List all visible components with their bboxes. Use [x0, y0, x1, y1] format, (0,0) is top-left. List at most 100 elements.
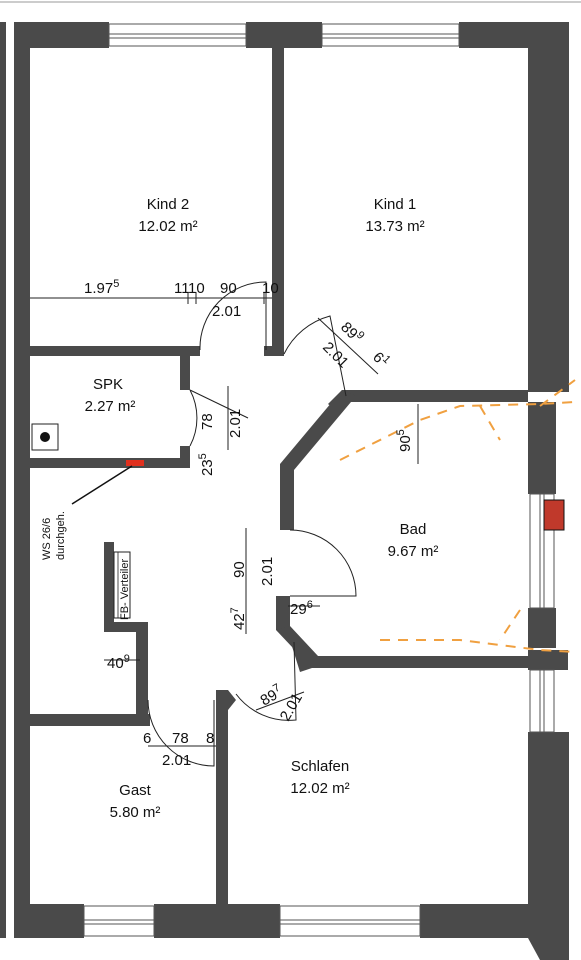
wall-spk-bottom [30, 458, 190, 468]
dim-899a: 899 [337, 317, 367, 347]
notes: WS 26/6 durchgeh. FB- Verteiler [41, 511, 131, 620]
door-kind2 [199, 281, 267, 351]
note-fb-verteiler: FB- Verteiler [119, 559, 131, 620]
note-ws-line1: WS 26/6 [41, 518, 53, 560]
right-wall-bad-a [528, 402, 556, 494]
note-ws-line2: durchgeh. [55, 511, 67, 560]
room-bad-name: Bad [400, 521, 427, 538]
wall-bad-bottom [310, 656, 528, 668]
red-marker-icon [126, 460, 144, 466]
dim-201e: 2.01 [277, 690, 306, 724]
wall-bad-left-lower [276, 596, 290, 630]
wall-kind2-bottom [30, 346, 200, 356]
wall-kind1-corner [328, 390, 356, 412]
bottom-wall-c [420, 904, 569, 938]
wall-spk-right-top [180, 346, 190, 390]
dim-11: 11 [174, 280, 190, 297]
room-kind1-name: Kind 1 [374, 196, 417, 213]
wall-spk-right-bottom [180, 446, 190, 468]
washing-machine-icon [31, 423, 59, 451]
wall-kind2-kind1 [272, 48, 284, 354]
wall-fb-c [136, 622, 148, 716]
door-kind1 [283, 315, 347, 397]
dim-905: 905 [395, 429, 414, 452]
bottom-wall-a [14, 904, 84, 938]
dim-10b: 10 [262, 280, 279, 297]
door-schlafen [235, 641, 297, 721]
dash-diag-a [479, 405, 501, 441]
slope-lines [339, 379, 576, 653]
dash-diag-c [539, 379, 576, 407]
window-gast [83, 905, 155, 937]
dim-8: 8 [206, 730, 214, 747]
corner-bottom-right [528, 938, 569, 960]
dim-296: 296 [290, 599, 313, 618]
door-gast [147, 699, 215, 767]
bottom-wall-b [154, 904, 280, 938]
dim-201c: 2.01 [227, 409, 244, 438]
room-spk-name: SPK [93, 376, 123, 393]
wall-kind1-nub [264, 346, 284, 356]
right-wall-bottom [528, 732, 569, 938]
chimney-icon [543, 499, 565, 531]
window-schlafen [279, 905, 421, 937]
top-wall-b [246, 22, 322, 48]
dash-top [339, 401, 576, 461]
right-wall-bad-b [528, 608, 556, 648]
fb-verteiler-box [113, 551, 131, 619]
left-wall [14, 22, 30, 938]
dimension-lines [30, 292, 419, 747]
dash-bottom [380, 639, 576, 653]
left-outer-strip [0, 22, 6, 938]
dim-427: 427 [229, 607, 248, 630]
wall-fb-a [104, 542, 114, 624]
window-kind1 [321, 23, 460, 47]
room-spk-area: 2.27 m² [85, 398, 136, 415]
dim-897: 897 [257, 682, 286, 710]
door-bad [289, 529, 357, 597]
dim-201b: 2.01 [319, 339, 352, 372]
dim-409: 409 [107, 653, 130, 672]
door-spk [189, 389, 198, 447]
room-gast-area: 5.80 m² [110, 804, 161, 821]
dim-90b: 90 [231, 561, 248, 578]
room-kind2-area: 12.02 m² [138, 218, 197, 235]
room-kind1-area: 13.73 m² [365, 218, 424, 235]
room-gast-name: Gast [119, 782, 152, 799]
right-wall-step [528, 650, 568, 670]
wall-gast-top [30, 714, 150, 726]
room-schlafen-area: 12.02 m² [290, 780, 349, 797]
room-bad-area: 9.67 m² [388, 543, 439, 560]
wall-schlafen-corner [290, 640, 312, 672]
dim-90a: 90 [220, 280, 237, 297]
room-labels: Kind 2 12.02 m² Kind 1 13.73 m² SPK 2.27… [85, 196, 439, 821]
dim-201f: 2.01 [162, 752, 191, 769]
interior-walls [30, 48, 528, 904]
dim-6: 6 [143, 730, 151, 747]
window-schlafen-side [529, 669, 555, 733]
room-schlafen-name: Schlafen [291, 758, 349, 775]
exterior-walls [0, 22, 569, 960]
windows [83, 23, 555, 937]
dim-61: 61 [369, 347, 393, 371]
right-wall-top [528, 22, 569, 392]
wall-gast-right [216, 690, 228, 904]
dim-197: 1.975 [84, 278, 119, 297]
wall-fb-b [104, 622, 140, 632]
dim-78a: 78 [199, 413, 216, 430]
dash-diag-b [499, 609, 521, 641]
dim-201a: 2.01 [212, 303, 241, 320]
doors [147, 281, 357, 767]
dim-10a: 10 [188, 280, 205, 297]
ws-leader-line [71, 465, 133, 505]
wall-bad-left-angle [280, 390, 356, 530]
window-kind2 [108, 23, 247, 47]
wall-kind1-bottom [342, 390, 528, 402]
top-wall-a [14, 22, 109, 48]
wall-gast-corner [216, 690, 236, 710]
dim-201d: 2.01 [259, 557, 276, 586]
dim-235: 235 [197, 453, 216, 476]
dim-78b: 78 [172, 730, 189, 747]
room-kind2-name: Kind 2 [147, 196, 190, 213]
